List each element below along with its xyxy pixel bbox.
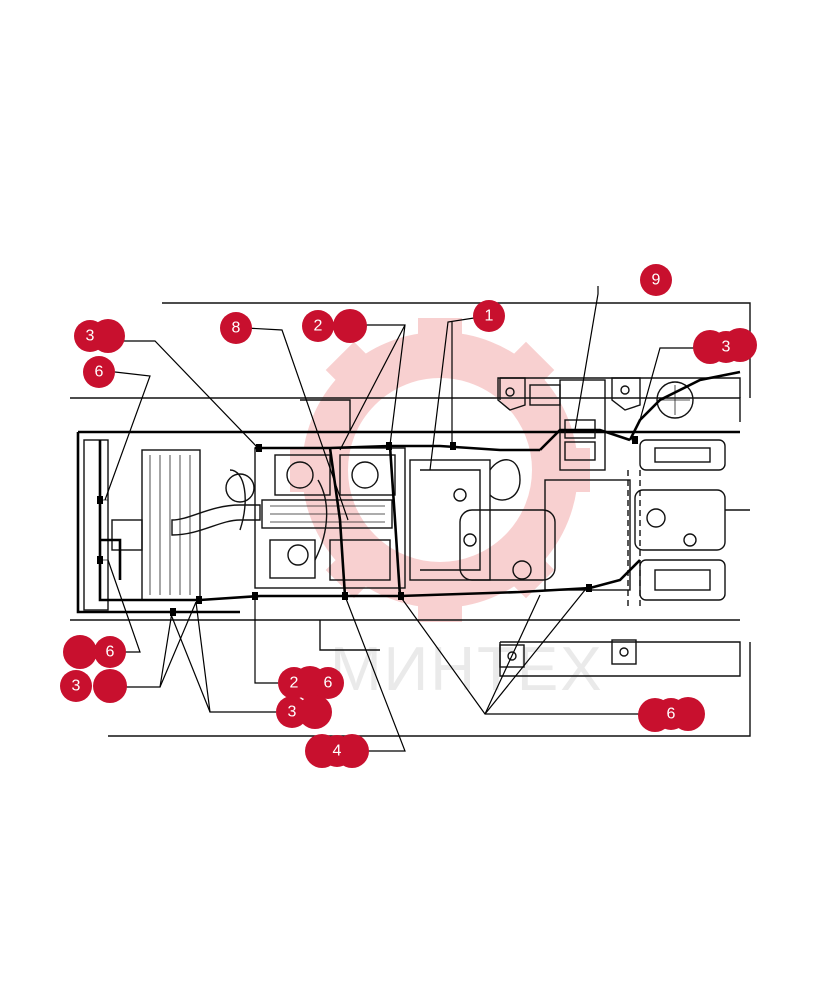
callout-9[interactable]: 9 (640, 264, 672, 296)
watermark: МИНТЕХ (290, 318, 604, 704)
svg-text:3: 3 (288, 704, 297, 721)
callout-2-bottom[interactable]: 2 (278, 667, 310, 699)
callout-3-lowleft[interactable]: 3 (60, 670, 92, 702)
svg-text:6: 6 (324, 675, 333, 692)
leader-lines (104, 286, 698, 752)
callout-2-top[interactable]: 2 (302, 310, 334, 342)
vehicle-outline (70, 302, 751, 737)
svg-text:2: 2 (314, 318, 323, 335)
callout-6-left[interactable]: 6 (83, 356, 115, 388)
svg-text:3: 3 (86, 328, 95, 345)
svg-text:8: 8 (232, 320, 241, 337)
svg-text:3: 3 (72, 678, 81, 695)
callout-4-bottom[interactable]: 4 (321, 735, 353, 767)
svg-text:2: 2 (290, 675, 299, 692)
callout-3-topleft[interactable]: 3 (74, 320, 106, 352)
radiator (83, 439, 261, 611)
callout-bubbles[interactable]: 9 1 8 2 3 3 6 6 (60, 264, 742, 767)
transmission (409, 459, 556, 581)
svg-text:9: 9 (652, 272, 661, 289)
svg-text:6: 6 (667, 706, 676, 723)
callout-6-bottom[interactable]: 6 (312, 667, 344, 699)
callout-6-right[interactable]: 6 (655, 698, 687, 730)
svg-text:1: 1 (485, 308, 494, 325)
rear-assembly (497, 377, 750, 668)
svg-text:6: 6 (95, 364, 104, 381)
svg-text:4: 4 (333, 743, 342, 760)
callout-8[interactable]: 8 (220, 312, 252, 344)
svg-text:6: 6 (106, 644, 115, 661)
callout-6-lowleft[interactable]: 6 (94, 636, 126, 668)
watermark-text: МИНТЕХ (330, 635, 604, 704)
callout-3-topright[interactable]: 3 (710, 331, 742, 363)
engine (225, 447, 406, 589)
svg-text:3: 3 (722, 339, 731, 356)
callout-3-bottom[interactable]: 3 (276, 696, 308, 728)
callout-1[interactable]: 1 (473, 300, 505, 332)
